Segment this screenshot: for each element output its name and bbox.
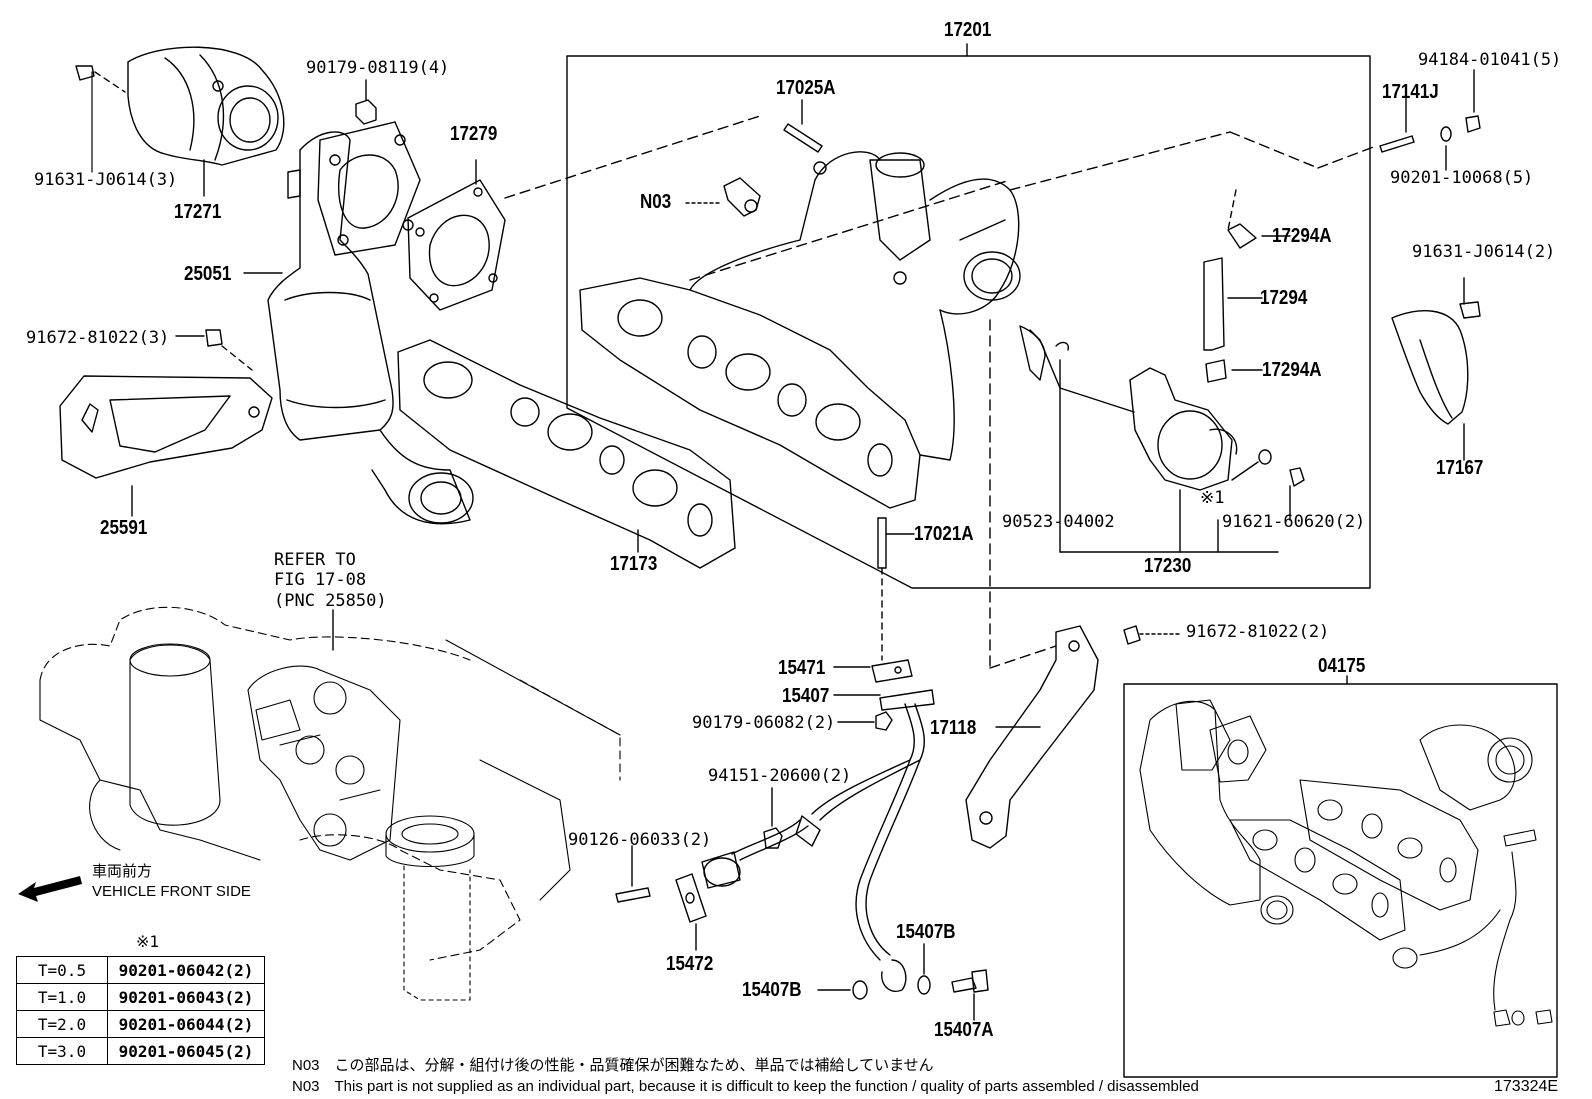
label-91631-j0614-2[interactable]: 91631-J0614(2) bbox=[1412, 242, 1556, 262]
footnote-n03-jp: N03 この部品は、分解・組付け後の性能・品質確保が困難なため、単品では補給して… bbox=[292, 1057, 934, 1074]
label-94184-01041[interactable]: 94184-01041(5) bbox=[1418, 50, 1562, 70]
label-17118[interactable]: 17118 bbox=[930, 717, 977, 739]
manifold-converter-25051-shape bbox=[267, 121, 474, 525]
washer-thickness: T=2.0 bbox=[16, 1010, 108, 1038]
label-17279[interactable]: 17279 bbox=[450, 123, 498, 145]
assembly-04175-shape bbox=[1139, 699, 1553, 1027]
label-90179-06082[interactable]: 90179-06082(2) bbox=[692, 713, 836, 733]
insulator-17167-shape bbox=[1391, 277, 1481, 461]
washer-part-number[interactable]: 90201-06042(2) bbox=[107, 956, 265, 984]
label-90126-06033[interactable]: 90126-06033(2) bbox=[568, 830, 712, 850]
label-90523-04002[interactable]: 90523-04002 bbox=[1002, 512, 1115, 532]
label-17167[interactable]: 17167 bbox=[1436, 457, 1484, 479]
label-91621-60620[interactable]: 91621-60620(2) bbox=[1222, 512, 1366, 532]
label-15407[interactable]: 15407 bbox=[782, 685, 830, 707]
turbo-manifold-17201-shape bbox=[579, 151, 1021, 509]
actuator-17230-shape bbox=[1019, 325, 1305, 553]
washer-part-number[interactable]: 90201-06044(2) bbox=[107, 1010, 265, 1038]
label-90179-08119[interactable]: 90179-08119(4) bbox=[306, 58, 450, 78]
vehicle-front-label-jp: 車両前方 bbox=[92, 863, 153, 880]
table-row: T=3.0 90201-06045(2) bbox=[16, 1037, 265, 1065]
label-15407b-top[interactable]: 15407B bbox=[896, 921, 956, 943]
stud-90126-06033-shape bbox=[615, 845, 651, 903]
label-90201-10068[interactable]: 90201-10068(5) bbox=[1390, 168, 1534, 188]
part-n03-shape bbox=[685, 177, 761, 217]
heat-insulator-17271-shape bbox=[127, 46, 285, 166]
gasket-17279-shape bbox=[407, 179, 506, 311]
nut-90179-06082-shape bbox=[837, 711, 893, 731]
label-15472[interactable]: 15472 bbox=[666, 953, 714, 975]
vehicle-front-label-en: VEHICLE FRONT SIDE bbox=[92, 883, 251, 900]
washer-table: T=0.5 90201-06042(2) T=1.0 90201-06043(2… bbox=[16, 956, 265, 1065]
label-17141j[interactable]: 17141J bbox=[1382, 81, 1439, 103]
gasket-17173-shape bbox=[397, 339, 736, 569]
stud-17025a-shape bbox=[783, 99, 823, 153]
label-15407b-left[interactable]: 15407B bbox=[742, 979, 802, 1001]
label-25591[interactable]: 25591 bbox=[100, 517, 148, 539]
stud-17021a-shape bbox=[877, 517, 915, 661]
group-box-17201 bbox=[566, 55, 1371, 589]
nut-90179-08119-shape bbox=[355, 79, 377, 125]
label-91672-81022-2[interactable]: 91672-81022(2) bbox=[1186, 622, 1330, 642]
washer-thickness: T=1.0 bbox=[16, 983, 108, 1011]
footnote-n03-en: N03 This part is not supplied as an indi… bbox=[292, 1078, 1199, 1095]
label-17173[interactable]: 17173 bbox=[610, 553, 658, 575]
label-17294[interactable]: 17294 bbox=[1260, 287, 1308, 309]
engine-block-shape bbox=[39, 606, 621, 1001]
label-91672-81022-3[interactable]: 91672-81022(3) bbox=[26, 328, 170, 348]
table-row: T=0.5 90201-06042(2) bbox=[16, 956, 265, 984]
group-box-04175 bbox=[1123, 683, 1558, 1078]
bolt-91631-j0614-3-shape bbox=[75, 65, 126, 173]
washers-15407b-shape bbox=[817, 943, 989, 1021]
label-04175[interactable]: 04175 bbox=[1318, 655, 1366, 677]
oil-pipe-15407-shape bbox=[701, 659, 935, 992]
gasket-15472-shape bbox=[675, 873, 707, 951]
figure-number: 173324E bbox=[1494, 1078, 1559, 1095]
washer-part-number[interactable]: 90201-06043(2) bbox=[107, 983, 265, 1011]
label-17294a-bottom[interactable]: 17294A bbox=[1262, 359, 1322, 381]
washer-table-header: ※1 bbox=[136, 932, 160, 951]
label-91631-j0614-3[interactable]: 91631-J0614(3) bbox=[34, 170, 178, 190]
table-row: T=1.0 90201-06043(2) bbox=[16, 983, 265, 1011]
label-17201[interactable]: 17201 bbox=[944, 19, 992, 41]
vehicle-front-arrow-icon bbox=[18, 876, 82, 902]
label-25051[interactable]: 25051 bbox=[184, 263, 232, 285]
washer-part-number[interactable]: 90201-06045(2) bbox=[107, 1037, 265, 1065]
label-n03[interactable]: N03 bbox=[640, 191, 672, 213]
label-17021a[interactable]: 17021A bbox=[914, 523, 974, 545]
label-17025a[interactable]: 17025A bbox=[776, 77, 836, 99]
label-refer-to-line3[interactable]: (PNC 25850) bbox=[274, 591, 387, 611]
bracket-17118-shape bbox=[965, 625, 1181, 849]
table-row: T=2.0 90201-06044(2) bbox=[16, 1010, 265, 1038]
bolt-91672-81022-3-shape bbox=[205, 329, 253, 371]
washer-thickness: T=0.5 bbox=[16, 956, 108, 984]
label-note-1-marker: ※1 bbox=[1200, 488, 1225, 508]
label-94151-20600[interactable]: 94151-20600(2) bbox=[708, 766, 852, 786]
label-refer-to-line2[interactable]: FIG 17-08 bbox=[274, 570, 367, 590]
bracket-25591-shape bbox=[59, 375, 273, 479]
label-17271[interactable]: 17271 bbox=[174, 201, 222, 223]
nut-94151-20600-shape bbox=[763, 787, 783, 849]
label-17294a-top[interactable]: 17294A bbox=[1272, 225, 1332, 247]
stud-17141j-shape bbox=[1379, 69, 1481, 171]
label-17230[interactable]: 17230 bbox=[1144, 555, 1192, 577]
label-15471[interactable]: 15471 bbox=[778, 657, 826, 679]
label-refer-to-line1[interactable]: REFER TO bbox=[274, 550, 356, 570]
washer-thickness: T=3.0 bbox=[16, 1037, 108, 1065]
label-15407a[interactable]: 15407A bbox=[934, 1019, 994, 1041]
hose-17294-shape bbox=[1203, 189, 1291, 383]
